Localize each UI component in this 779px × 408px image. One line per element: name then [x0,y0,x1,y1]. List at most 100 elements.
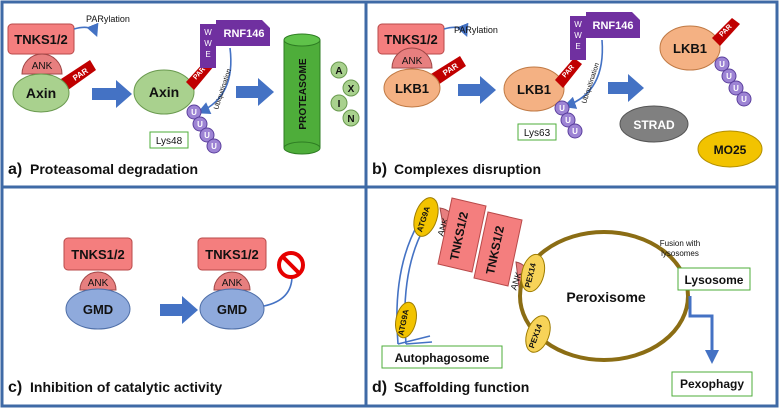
lkb1-label-2: LKB1 [517,82,551,97]
axin-oval [12,73,70,113]
lysosome-box [677,267,751,291]
lys63-box [517,123,557,141]
fragment-i-label: I [338,99,341,110]
lkb1-oval-2 [503,66,565,112]
ubiquitin-3-label: U [204,131,210,140]
ubiquitination-arrow [562,39,604,109]
axin-label-2: Axin [149,84,179,100]
tnks-box-1 [437,197,487,273]
lys63-label: Lys63 [524,128,551,139]
lkb1-free-label: LKB1 [673,41,707,56]
step-arrow-2 [236,78,274,106]
axin-label: Axin [26,85,56,101]
step-arrow-1 [92,80,132,108]
proteasome-label: PROTEASOME [298,58,309,129]
ubiquitin-1 [554,100,570,116]
no-sign-icon [277,251,305,279]
rnf146-label: RNF146 [593,20,634,32]
tnks-label: TNKS1/2 [14,32,67,47]
strad-label: STRAD [633,118,675,132]
ank-domain [391,47,433,69]
atg9a-bottom [395,301,417,339]
panel-b: TNKS1/2 PARylation ANK PAR LKB1 LKB1 PAR… [372,12,763,178]
proteasome-bottom [283,141,321,155]
ubiquitin-8 [736,91,752,107]
rnf146-label: RNF146 [224,28,265,40]
gmd-oval-2 [199,288,265,330]
lys48-box [149,131,189,149]
parylation-label: PARylation [454,25,498,35]
gmd-oval [65,288,131,330]
ubiquitin-3 [199,127,215,143]
ank-label: ANK [88,278,109,289]
panel-c: TNKS1/2 ANK GMD TNKS1/2 ANK GMD c) Inhib… [8,237,305,396]
panel-d: ATG9A ATG9A ANK TNKS1/2 TNKS1/2 ANK Pero… [372,197,753,397]
ubiquitin-5 [714,56,730,72]
panel-c-letter: c) [8,379,22,396]
axin-oval-2 [133,69,195,115]
gmd-label-2: GMD [217,302,247,317]
gmd-label: GMD [83,302,113,317]
wwe-letter-3: E [205,50,210,59]
panel-d-letter: d) [372,379,387,396]
peroxisome-ring [518,230,690,362]
step-arrow-2 [608,74,644,102]
ubiquitin-1-label: U [191,108,197,117]
fusion-label-line1: Fusion with [660,239,700,248]
parylation-label: PARylation [86,14,130,24]
fragment-n-label: N [347,114,354,125]
wwe-letter-1: W [574,20,582,29]
ubiquitin-2-label: U [565,116,571,125]
inhibited-arrow [263,275,293,307]
pex14-top [520,253,546,293]
pex14-bottom [525,315,551,353]
ubiquitin-7-label: U [733,84,739,93]
par-flag-2 [555,58,582,88]
ubiquitin-5-label: U [719,60,725,69]
ubiquitin-4 [206,138,222,154]
panel-c-caption: Inhibition of catalytic activity [30,379,222,395]
rnf146-box [586,12,640,38]
wwe-letter-2: W [204,39,212,48]
ank-domain [79,271,117,291]
panel-a: TNKS1/2 PARylation ANK PAR Axin Axin PAR… [7,14,360,178]
tnks-box-2 [473,211,523,287]
autophagosome-tail [397,335,433,345]
fragment-x-label: X [348,84,355,95]
fragment-n [342,109,360,127]
parylation-arrow [73,22,99,37]
mo25-label: MO25 [714,143,747,157]
ank-label: ANK [32,61,53,72]
tnks-label-2: TNKS1/2 [205,247,258,262]
ubiquitin-2 [192,116,208,132]
peroxisome-label: Peroxisome [566,289,646,305]
wwe-letter-1: W [204,28,212,37]
tnks-label: TNKS1/2 [71,247,124,262]
ubiquitination-arrow [197,47,232,114]
pexophagy-label: Pexophagy [680,377,744,391]
rnf146-box [216,20,270,46]
wwe-domain [200,24,216,68]
atg9a-top [413,197,439,237]
autophagosome-label: Autophagosome [395,351,490,365]
par-flag-3 [712,18,740,46]
ubiquitin-1-label: U [559,104,565,113]
tnks-label: TNKS1/2 [384,32,437,47]
tnks-box [63,237,133,271]
ubiquitin-2-label: U [197,120,203,129]
ubiquitin-4-label: U [211,142,217,151]
mo25-oval [697,130,763,168]
ubiquitin-6 [721,68,737,84]
ank-label: ANK [402,56,423,67]
ubiquitin-3-label: U [572,127,578,136]
ubiquitin-2 [560,112,576,128]
panel-a-letter: a) [8,161,22,178]
lkb1-label: LKB1 [395,81,429,96]
parylation-arrow [443,22,469,37]
panel-b-letter: b) [372,161,387,178]
lkb1-free-oval [659,25,721,71]
proteasome-top [283,33,321,47]
lys48-label: Lys48 [156,136,183,147]
pexophagy-arrow [688,296,714,352]
